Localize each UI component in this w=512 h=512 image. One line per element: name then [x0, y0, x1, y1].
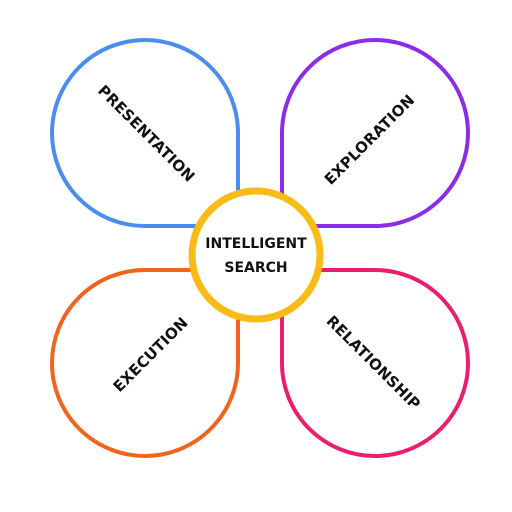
petal-exploration — [280, 38, 470, 228]
petal-execution — [50, 268, 240, 458]
label-presentation: PRESENTATION — [94, 82, 198, 186]
petal-relationship — [280, 268, 470, 458]
label-relationship: RELATIONSHIP — [323, 312, 424, 413]
center-circle — [188, 187, 324, 323]
label-execution: EXECUTION — [110, 314, 192, 396]
petal-presentation — [50, 38, 240, 228]
label-exploration: EXPLORATION — [321, 91, 419, 189]
center-label-line1: INTELLIGENT — [205, 236, 307, 252]
center-label-line2: SEARCH — [224, 260, 287, 276]
